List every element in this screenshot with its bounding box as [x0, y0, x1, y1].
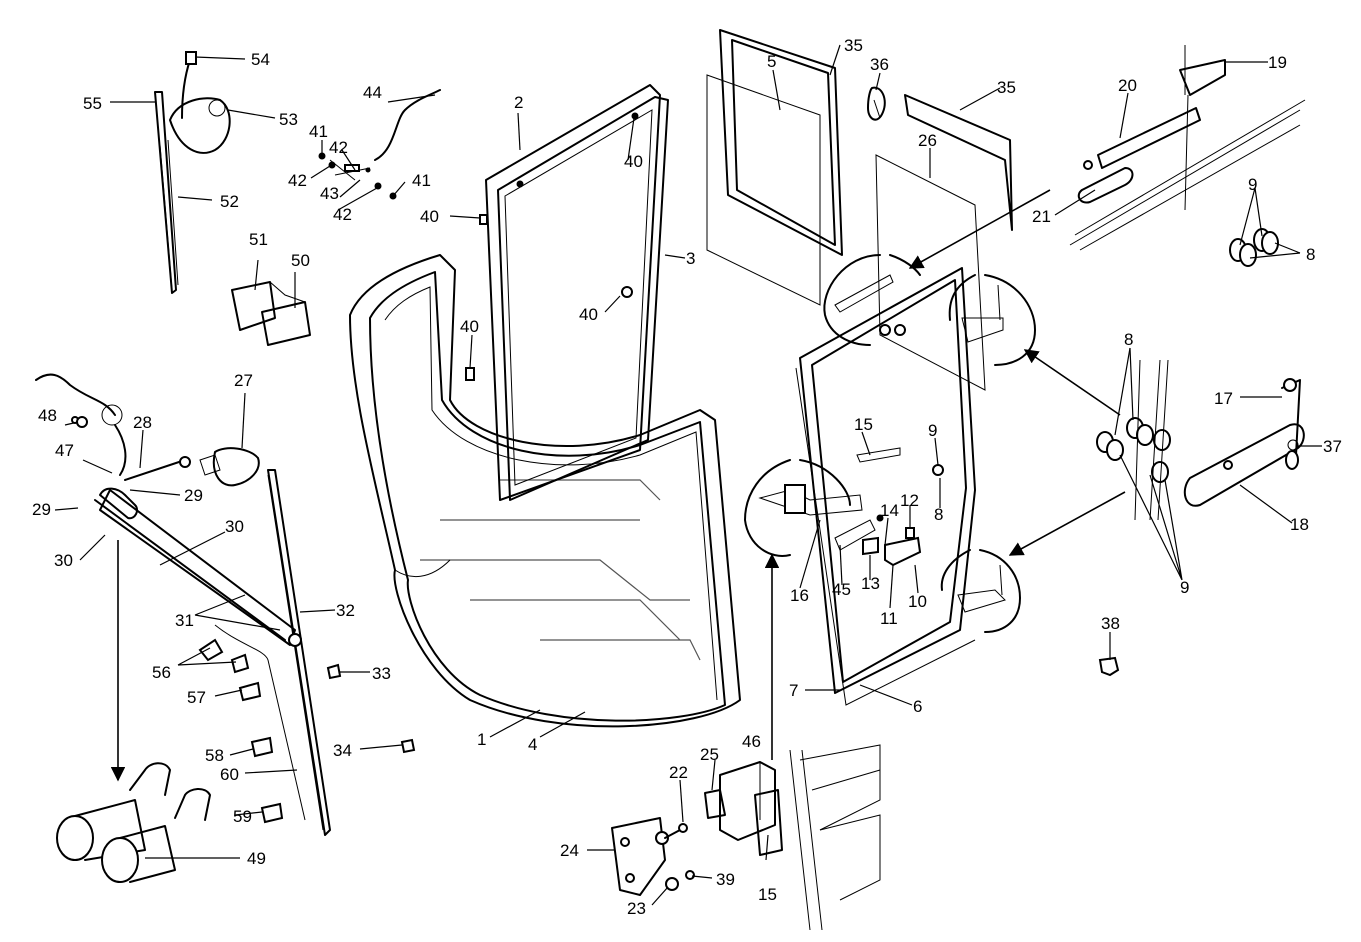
- callout-17: 17: [1214, 389, 1233, 408]
- callout-41-left: 41: [309, 122, 328, 141]
- callout-39: 39: [716, 870, 735, 889]
- callout-3: 3: [686, 249, 695, 268]
- callout-15-bottom: 15: [758, 885, 777, 904]
- callout-46: 46: [742, 732, 761, 751]
- callout-51: 51: [249, 230, 268, 249]
- front-windscreen-part: [349, 254, 741, 728]
- rear-small-window-part: [706, 29, 843, 306]
- small-hardware-parts: [198, 638, 416, 824]
- mounting-plate-assembly: [611, 817, 695, 896]
- callout-9-door: 9: [928, 421, 937, 440]
- callout-30-left: 30: [54, 551, 73, 570]
- callout-35-right: 35: [997, 78, 1016, 97]
- door-upper-glass-part: [485, 84, 669, 501]
- assembly-arrows: [110, 189, 1126, 782]
- gas-strut-assembly: [1069, 45, 1306, 267]
- wire-and-pins: [318, 89, 441, 200]
- callout-18: 18: [1290, 515, 1309, 534]
- callout-58: 58: [205, 746, 224, 765]
- callout-35-left: 35: [844, 36, 863, 55]
- callout-34: 34: [333, 741, 352, 760]
- callout-48: 48: [38, 406, 57, 425]
- callout-56: 56: [152, 663, 171, 682]
- callout-40-c: 40: [460, 317, 479, 336]
- callout-23: 23: [627, 899, 646, 918]
- callout-42-c: 42: [333, 205, 352, 224]
- side-rear-glass-part: [875, 94, 1013, 391]
- callout-55: 55: [83, 94, 102, 113]
- callout-27: 27: [234, 371, 253, 390]
- callout-25: 25: [700, 745, 719, 764]
- callout-45: 45: [832, 580, 851, 599]
- callout-8-upper: 8: [1306, 245, 1315, 264]
- callout-1: 1: [477, 730, 486, 749]
- callout-29-left: 29: [32, 500, 51, 519]
- callout-42-a: 42: [329, 138, 348, 157]
- callout-5: 5: [767, 52, 776, 71]
- callout-14: 14: [880, 501, 899, 520]
- callout-8: 8: [1124, 330, 1133, 349]
- callout-13: 13: [861, 574, 880, 593]
- callout-28: 28: [133, 413, 152, 432]
- callout-24: 24: [560, 841, 579, 860]
- switch-housing-part: [231, 281, 311, 346]
- callout-38: 38: [1101, 614, 1120, 633]
- callout-59: 59: [233, 807, 252, 826]
- parts-artwork: [35, 29, 1322, 931]
- callout-8-door: 8: [934, 505, 943, 524]
- callout-52: 52: [220, 192, 239, 211]
- callout-26: 26: [918, 131, 937, 150]
- callout-49: 49: [247, 849, 266, 868]
- callout-4: 4: [528, 735, 537, 754]
- plug-part-38: [1098, 656, 1120, 677]
- callout-12: 12: [900, 491, 919, 510]
- callout-54: 54: [251, 50, 270, 69]
- callout-30-right: 30: [225, 517, 244, 536]
- callout-labels: 1 2 3 4 5 6 7 8 9 10 11 12 13 14 15 15 1…: [32, 36, 1342, 918]
- callout-33: 33: [372, 664, 391, 683]
- callout-15-top: 15: [854, 415, 873, 434]
- callout-6: 6: [913, 697, 922, 716]
- washer-set-parts: [1096, 359, 1171, 521]
- callout-43: 43: [320, 184, 339, 203]
- callout-53: 53: [279, 110, 298, 129]
- washer-pump-part: [56, 762, 211, 883]
- hinge-detail-circles: [744, 254, 1036, 633]
- callout-16: 16: [790, 586, 809, 605]
- callout-29-right: 29: [184, 486, 203, 505]
- front-wiper-assembly: [35, 373, 331, 836]
- callout-40-b: 40: [420, 207, 439, 226]
- callout-42-b: 42: [288, 171, 307, 190]
- callout-11: 11: [880, 609, 898, 628]
- clip-part-36: [867, 86, 886, 121]
- callout-44: 44: [363, 83, 382, 102]
- callout-50: 50: [291, 251, 310, 270]
- callout-40-a: 40: [624, 152, 643, 171]
- callout-22: 22: [669, 763, 688, 782]
- callout-32: 32: [336, 601, 355, 620]
- callout-37: 37: [1323, 437, 1342, 456]
- rear-wiper-assembly: [154, 51, 231, 294]
- callout-2: 2: [514, 93, 523, 112]
- callout-9-upper: 9: [1248, 175, 1257, 194]
- callout-9: 9: [1180, 578, 1189, 597]
- fasteners-part-40: [465, 214, 488, 381]
- latch-bracket-assembly: [704, 744, 881, 931]
- callout-7: 7: [789, 681, 798, 700]
- callout-21: 21: [1032, 207, 1051, 226]
- callout-36: 36: [870, 55, 889, 74]
- callout-47: 47: [55, 441, 74, 460]
- leader-lines: [54, 44, 1322, 906]
- door-frame-part: [795, 267, 976, 706]
- rear-hinge-part: [1183, 378, 1305, 507]
- callout-40-d: 40: [579, 305, 598, 324]
- callout-19: 19: [1268, 53, 1287, 72]
- callout-60: 60: [220, 765, 239, 784]
- callout-31: 31: [175, 611, 194, 630]
- callout-20: 20: [1118, 76, 1137, 95]
- callout-10: 10: [908, 592, 927, 611]
- callout-41-right: 41: [412, 171, 431, 190]
- callout-57: 57: [187, 688, 206, 707]
